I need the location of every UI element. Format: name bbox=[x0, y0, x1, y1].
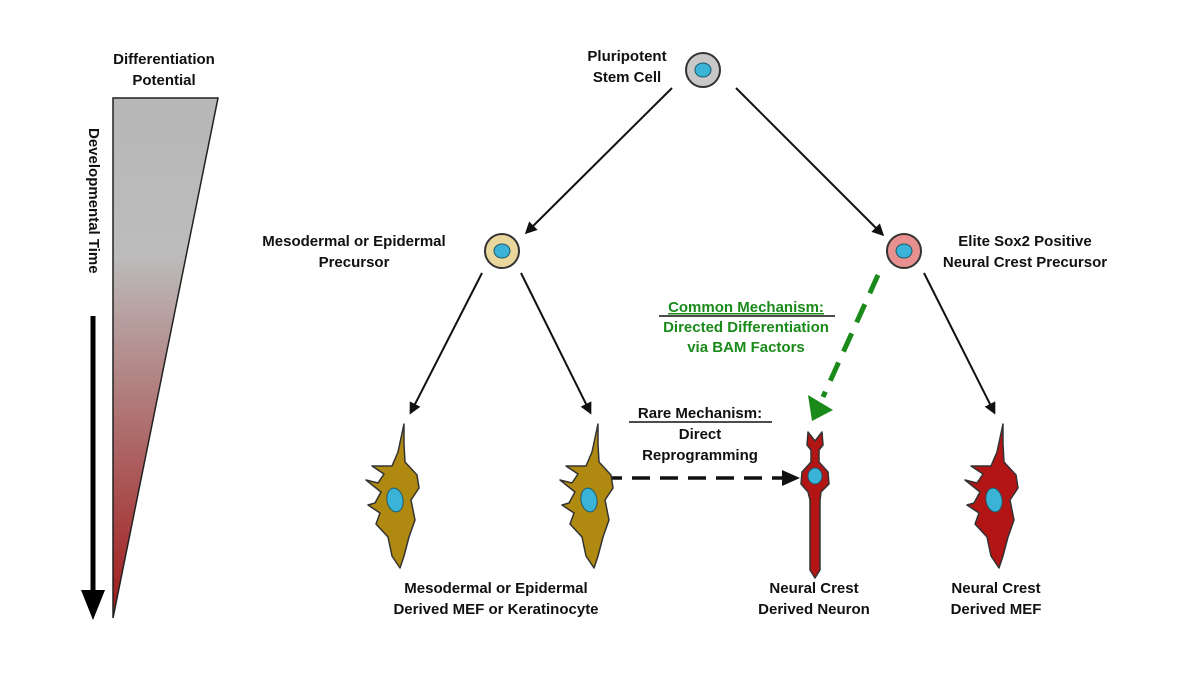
pluripotent-stem-cell bbox=[685, 52, 721, 88]
nc-precursor-cell bbox=[886, 233, 922, 269]
common-mechanism-title: Common Mechanism: bbox=[668, 299, 824, 316]
neuron-body bbox=[800, 431, 830, 579]
mesodermal-precursor-label-line2: Precursor bbox=[319, 254, 390, 271]
nc-precursor-label-line2: Neural Crest Precursor bbox=[943, 254, 1107, 271]
pluripotent-nucleus bbox=[694, 62, 712, 78]
potential-title-line1: Differentiation bbox=[113, 51, 215, 68]
time-axis-label: Developmental Time bbox=[85, 128, 102, 274]
nc-precursor-nucleus bbox=[895, 243, 913, 259]
mef-cell-right-nucleus bbox=[580, 487, 598, 513]
mef-keratinocyte-label-line2: Derived MEF or Keratinocyte bbox=[393, 601, 598, 618]
potential-gradient-wedge bbox=[112, 97, 219, 619]
mesodermal-precursor-cell bbox=[484, 233, 520, 269]
neuron-nucleus bbox=[807, 467, 823, 485]
mef-keratinocyte-label-line1: Mesodermal or Epidermal bbox=[404, 580, 587, 597]
time-axis-arrowhead bbox=[81, 590, 105, 620]
neuron-label-line1: Neural Crest bbox=[769, 580, 858, 597]
nc-precursor-label-line1: Elite Sox2 Positive bbox=[958, 233, 1091, 250]
common-mechanism-line3: via BAM Factors bbox=[687, 339, 805, 356]
rare-mechanism-line2: Direct bbox=[679, 426, 722, 443]
neuron-label-line2: Derived Neuron bbox=[758, 601, 870, 618]
rare-mechanism-line3: Reprogramming bbox=[642, 447, 758, 464]
mef-cell-left-nucleus bbox=[386, 487, 404, 513]
common-mechanism-line2: Directed Differentiation bbox=[663, 319, 829, 336]
nc-mef-label-line1: Neural Crest bbox=[951, 580, 1040, 597]
arrow-pluripotent-to-nc-precursor bbox=[735, 87, 885, 237]
nc-mef-nucleus bbox=[985, 487, 1003, 513]
pluripotent-label-line1: Pluripotent bbox=[587, 48, 666, 65]
mef-cell-left bbox=[365, 423, 420, 569]
common-mechanism-dashed-arrow bbox=[820, 273, 881, 399]
nc-mef-label-line2: Derived MEF bbox=[951, 601, 1042, 618]
potential-title-line2: Potential bbox=[132, 72, 195, 89]
rare-mechanism-title: Rare Mechanism: bbox=[638, 405, 762, 422]
rare-mechanism-arrowhead bbox=[782, 470, 800, 486]
common-mechanism-arrowhead bbox=[808, 395, 833, 421]
arrow-pluripotent-to-mesodermal bbox=[524, 87, 673, 235]
nc-mef-cell bbox=[964, 423, 1019, 569]
mef-cell-right bbox=[559, 423, 614, 569]
mesodermal-precursor-nucleus bbox=[493, 243, 511, 259]
arrow-mesodermal-to-left-mef bbox=[409, 272, 483, 415]
mesodermal-precursor-label-line1: Mesodermal or Epidermal bbox=[262, 233, 445, 250]
arrow-nc-precursor-to-nc-mef bbox=[923, 272, 996, 415]
neuron-cell bbox=[800, 431, 830, 579]
arrow-mesodermal-to-right-mef bbox=[520, 272, 592, 415]
pluripotent-label-line2: Stem Cell bbox=[593, 69, 661, 86]
